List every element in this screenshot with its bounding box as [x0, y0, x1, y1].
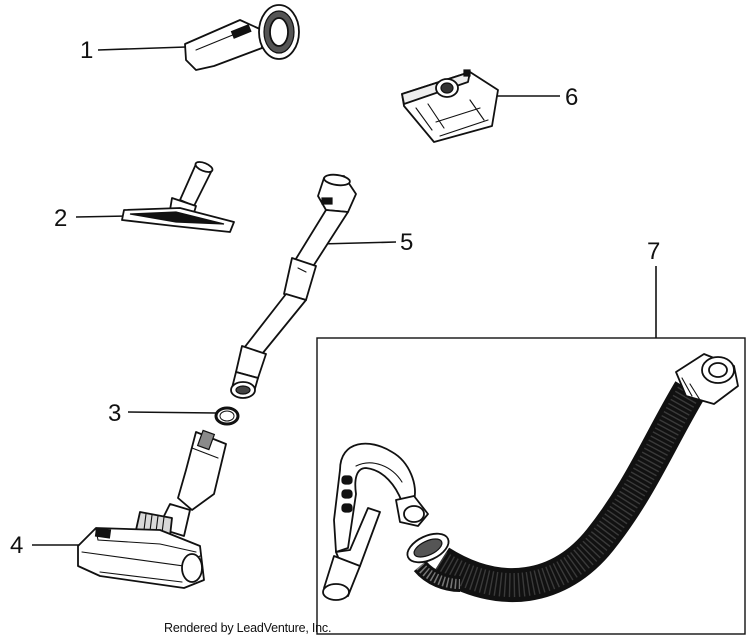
hose-assembly-frame — [316, 337, 746, 635]
callout-3[interactable]: 3 — [108, 400, 217, 427]
callout-6[interactable]: 6 — [490, 84, 578, 111]
leader-line-2 — [75, 215, 129, 218]
leader-line-5 — [319, 241, 397, 245]
callout-5[interactable]: 5 — [319, 229, 413, 256]
footer-credit: Rendered by LeadVenture, Inc. — [164, 621, 332, 635]
callout-label-2: 2 — [54, 205, 67, 232]
part-3-o-ring[interactable] — [214, 406, 240, 426]
part-5-extension-wand[interactable] — [230, 173, 357, 399]
part-2-upholstery-tool[interactable] — [121, 160, 235, 233]
callout-label-7: 7 — [647, 238, 660, 265]
callout-label-3: 3 — [108, 400, 121, 427]
callout-4[interactable]: 4 — [10, 532, 80, 559]
leader-line-3 — [127, 411, 217, 414]
callout-7[interactable]: 7 — [647, 238, 660, 338]
callout-2[interactable]: 2 — [54, 205, 129, 232]
part-7-hose-assembly[interactable] — [322, 353, 739, 603]
callout-label-5: 5 — [400, 229, 413, 256]
callout-label-4: 4 — [10, 532, 23, 559]
callout-label-6: 6 — [565, 84, 578, 111]
part-4-floor-nozzle[interactable] — [77, 429, 227, 589]
part-6-dust-bag[interactable] — [401, 69, 499, 143]
callout-1[interactable]: 1 — [80, 37, 187, 64]
callout-label-1: 1 — [80, 37, 93, 64]
part-1-dusting-brush[interactable] — [184, 4, 300, 71]
leader-line-1 — [97, 46, 187, 51]
